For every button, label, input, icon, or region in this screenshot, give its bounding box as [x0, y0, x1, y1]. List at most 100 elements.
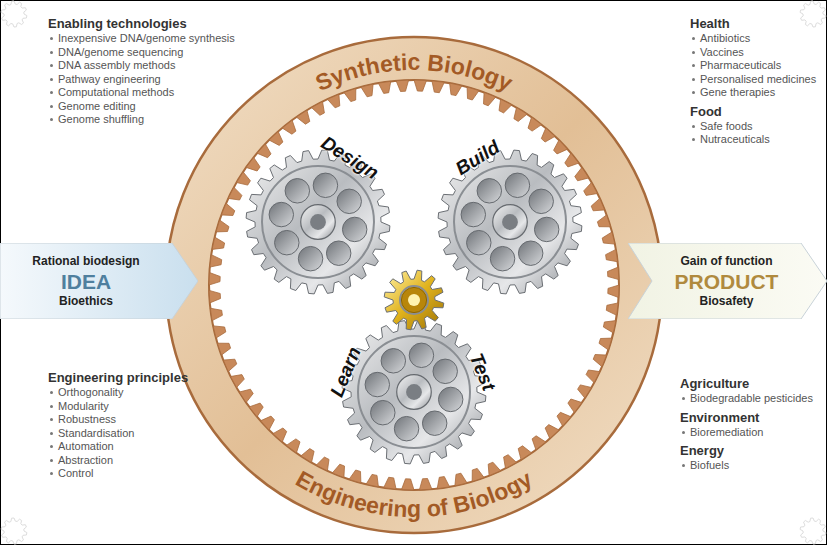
- gear-axle: [310, 214, 326, 230]
- category-heading: Environment: [680, 410, 813, 426]
- list-item: Automation: [48, 440, 188, 454]
- list-item: Pathway engineering: [48, 73, 235, 87]
- list-text: Biofuels: [690, 459, 729, 471]
- gear-hole: [298, 246, 322, 270]
- list-item: Gene therapies: [690, 86, 816, 100]
- category-heading: Agriculture: [680, 376, 813, 392]
- list-item: Vaccines: [690, 46, 816, 60]
- text-column: Enabling technologiesInexpensive DNA/gen…: [48, 16, 235, 127]
- gear-hole: [275, 230, 299, 254]
- list-text: Vaccines: [700, 46, 744, 58]
- list-item: Genome shuffling: [48, 113, 235, 127]
- category-heading: Energy: [680, 443, 813, 459]
- band-text: Rational biodesignIDEABioethics: [0, 243, 198, 319]
- list-text: Control: [58, 467, 93, 479]
- bullet: [50, 118, 53, 121]
- gear-hole: [337, 189, 361, 213]
- corner-gear: [1, 518, 27, 544]
- bullet: [50, 459, 53, 462]
- bullet: [50, 432, 53, 435]
- bullet: [50, 51, 53, 54]
- gear-hole: [477, 179, 501, 203]
- bullet: [50, 418, 53, 421]
- gear-hub: [301, 205, 336, 240]
- category-heading: Engineering principles: [48, 370, 188, 386]
- gear: [342, 320, 486, 464]
- gear-hole: [529, 189, 553, 213]
- bullet: [692, 91, 695, 94]
- list-item: Orthogonality: [48, 386, 188, 400]
- ring-edge: [166, 37, 662, 533]
- category-heading: Food: [690, 104, 816, 120]
- gear-hole: [518, 241, 542, 265]
- bullet: [50, 405, 53, 408]
- gear-hole: [409, 343, 433, 367]
- bullet: [50, 445, 53, 448]
- gear-hole: [326, 241, 350, 265]
- bullet: [50, 391, 53, 394]
- gear-hole: [433, 359, 457, 383]
- list-item: Safe foods: [690, 120, 816, 134]
- bullet: [50, 78, 53, 81]
- list-text: Antibiotics: [700, 32, 750, 44]
- bullet: [692, 125, 695, 128]
- list-text: Biodegradable pesticides: [690, 392, 813, 404]
- gear-hole: [422, 411, 446, 435]
- list-text: Gene therapies: [700, 86, 775, 98]
- outer-ring: [188, 59, 641, 512]
- list-text: Modularity: [58, 400, 109, 412]
- band-caption: Gain of function: [681, 254, 773, 269]
- band-caption: Biosafety: [699, 294, 753, 309]
- list-item: Genome editing: [48, 100, 235, 114]
- list-text: Genome editing: [58, 100, 136, 112]
- list-text: Computational methods: [58, 86, 174, 98]
- gear-hole: [371, 400, 395, 424]
- list-text: DNA/genome sequencing: [58, 46, 183, 58]
- list-item: DNA/genome sequencing: [48, 46, 235, 60]
- bullet: [692, 138, 695, 141]
- text-column: AgricultureBiodegradable pesticidesEnvir…: [680, 376, 813, 473]
- stage-name: PRODUCT: [675, 269, 779, 294]
- gear-hole: [505, 173, 529, 197]
- list-item: Modularity: [48, 400, 188, 414]
- bullet: [682, 464, 685, 467]
- list-text: Orthogonality: [58, 386, 123, 398]
- list-item: Inexpensive DNA/genome synthesis: [48, 32, 235, 46]
- arrow-outline: [0, 243, 198, 319]
- list-item: Computational methods: [48, 86, 235, 100]
- list-item: Robustness: [48, 413, 188, 427]
- list-item: Abstraction: [48, 454, 188, 468]
- ring-edge: [209, 80, 619, 490]
- gear-hole: [467, 230, 491, 254]
- list-text: Bioremediation: [690, 426, 763, 438]
- list-item: Nutraceuticals: [690, 133, 816, 147]
- band-caption: Bioethics: [59, 294, 113, 309]
- bullet: [682, 431, 685, 434]
- list-text: Pharmaceuticals: [700, 59, 781, 71]
- gear-hole: [285, 179, 309, 203]
- gear-rim: [262, 166, 374, 278]
- gear-hub: [493, 205, 528, 240]
- gear-hole: [534, 217, 558, 241]
- list-item: Antibiotics: [690, 32, 816, 46]
- list-text: Safe foods: [700, 120, 753, 132]
- category-heading: Health: [690, 16, 816, 32]
- bullet: [692, 37, 695, 40]
- gear-hole: [269, 202, 293, 226]
- corner-gear: [800, 1, 826, 27]
- stage-name: IDEA: [61, 269, 111, 294]
- gear-axle: [408, 294, 420, 306]
- gear-hole: [342, 217, 366, 241]
- list-text: DNA assembly methods: [58, 59, 175, 71]
- list-text: Personalised medicines: [700, 73, 816, 85]
- text-column: HealthAntibioticsVaccinesPharmaceuticals…: [690, 16, 816, 147]
- gear-rim: [358, 336, 470, 448]
- list-item: Bioremediation: [680, 426, 813, 440]
- list-text: Genome shuffling: [58, 113, 144, 125]
- gear-hole: [438, 387, 462, 411]
- list-item: Biodegradable pesticides: [680, 392, 813, 406]
- arrow-outline: [628, 243, 827, 319]
- list-item: DNA assembly methods: [48, 59, 235, 73]
- gear-hole: [394, 416, 418, 440]
- corner-gear: [800, 518, 826, 544]
